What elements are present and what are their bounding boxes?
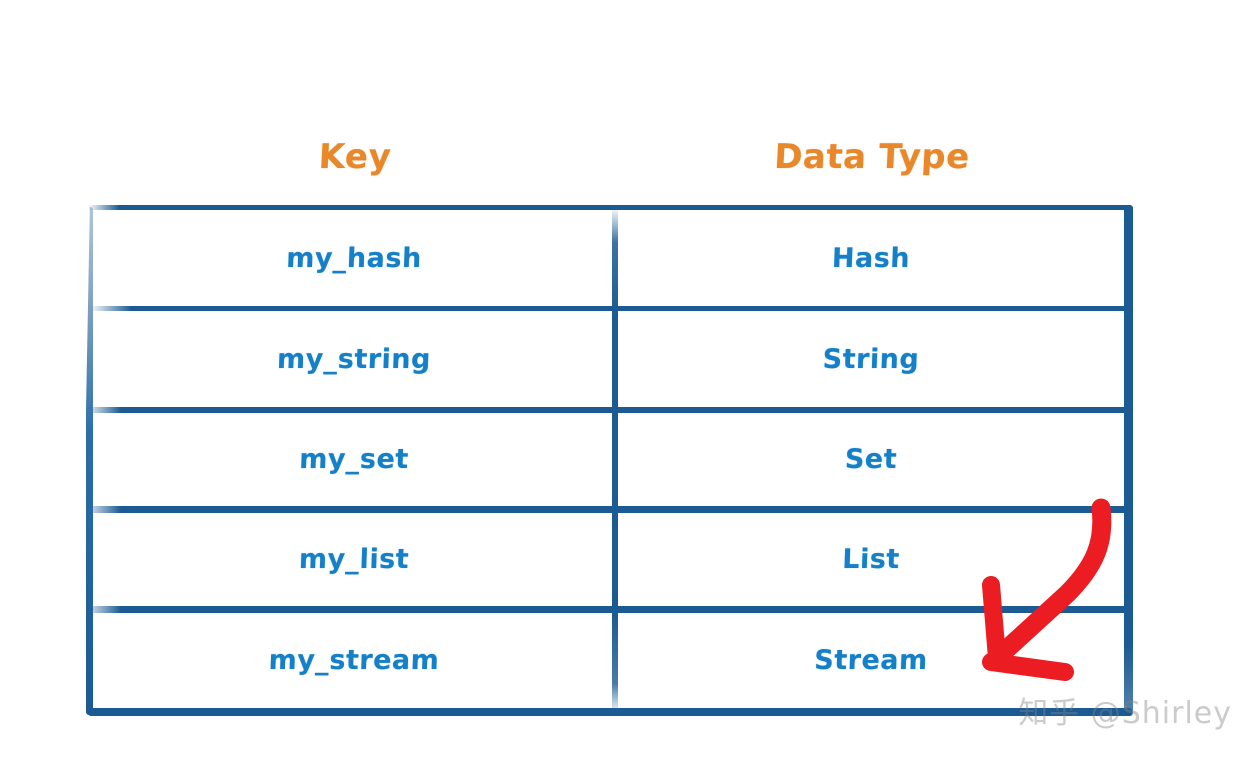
- table-cell-key: my_string: [276, 343, 432, 375]
- watermark: 知乎 @Shirley: [1018, 696, 1232, 731]
- column-header-data-type: Data Type: [773, 137, 971, 177]
- table-cell-data-type: String: [822, 343, 920, 375]
- table-left-border: [86, 207, 93, 715]
- table-cell-key: my_list: [298, 544, 410, 575]
- row-separator-4: [90, 606, 1128, 613]
- column-divider: [612, 207, 618, 714]
- table-bottom-border: [88, 708, 1132, 716]
- row-separator-1: [90, 306, 1128, 311]
- table-cell-data-type: Set: [844, 444, 898, 475]
- table-cell-key: my_stream: [268, 645, 440, 676]
- column-header-key: Key: [317, 137, 393, 177]
- key-data-type-table: my_hash Hash my_string String my_set Set…: [86, 205, 1133, 716]
- row-separator-2: [90, 407, 1128, 413]
- table-cell-data-type: Hash: [831, 242, 911, 274]
- table-right-border: [1124, 205, 1133, 716]
- row-separator-3: [90, 506, 1128, 513]
- table-cell-key: my_set: [298, 444, 410, 475]
- table-cell-key: my_hash: [285, 242, 423, 274]
- table-cell-data-type: List: [841, 544, 901, 575]
- table-top-border: [88, 205, 1132, 210]
